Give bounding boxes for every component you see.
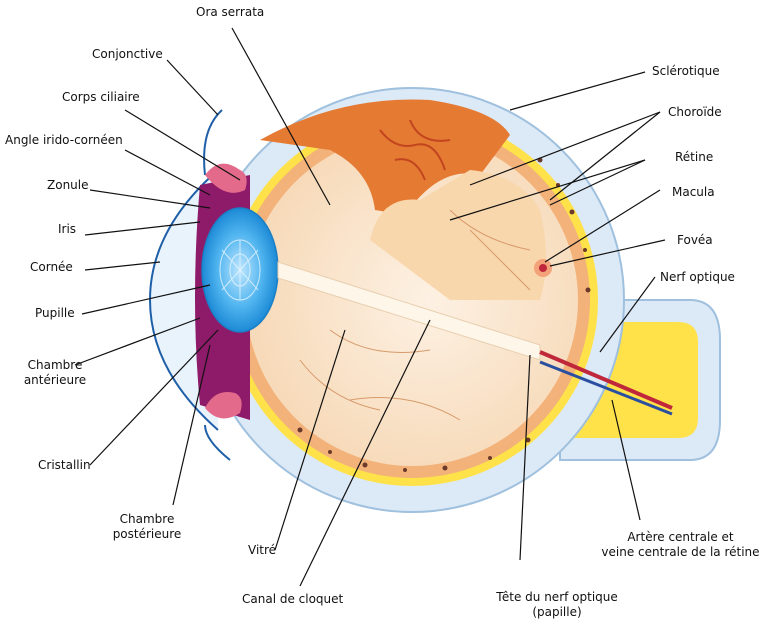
inner-retina — [370, 170, 546, 300]
label-pupille: Pupille — [35, 306, 75, 320]
label-zonule: Zonule — [47, 178, 89, 192]
label-tete-nerf-line2: (papille) — [532, 605, 582, 619]
label-artere-line1: Artère centrale et — [627, 530, 734, 544]
label-artere-veine: Artère centrale et veine centrale de la … — [598, 530, 763, 560]
label-cristallin: Cristallin — [38, 458, 91, 472]
label-artere-line2: veine centrale de la rétine — [601, 545, 760, 559]
retina-vessels-top — [379, 119, 451, 181]
label-sclerotique: Sclérotique — [652, 64, 720, 78]
label-chambre-anterieure: Chambre antérieure — [20, 358, 90, 388]
label-fovea: Fovéa — [677, 233, 713, 247]
label-chambre-anterieure-line1: Chambre — [27, 358, 83, 372]
label-tete-nerf-optique: Tête du nerf optique (papille) — [482, 590, 632, 620]
label-conjonctive: Conjonctive — [92, 47, 163, 61]
label-chambre-posterieure-line1: Chambre — [119, 512, 175, 526]
label-angle-irido-corneen: Angle irido-cornéen — [5, 133, 123, 147]
label-ora-serrata: Ora serrata — [196, 5, 265, 19]
label-chambre-anterieure-line2: antérieure — [23, 373, 87, 387]
label-nerf-optique: Nerf optique — [660, 270, 735, 284]
label-iris: Iris — [58, 222, 77, 236]
label-cornee: Cornée — [30, 260, 73, 274]
retina-cutaway — [260, 99, 510, 215]
label-tete-nerf-line1: Tête du nerf optique — [496, 590, 618, 604]
label-chambre-posterieure: Chambre postérieure — [102, 512, 192, 542]
cloquet-canal — [277, 261, 541, 361]
fovea-spot — [539, 264, 547, 272]
lens-fibers — [219, 239, 261, 301]
central-vein — [539, 360, 673, 416]
label-retine: Rétine — [675, 150, 714, 164]
conjunctiva-line — [203, 109, 231, 461]
label-chambre-posterieure-line2: postérieure — [112, 527, 182, 541]
label-corps-ciliaire: Corps ciliaire — [62, 90, 140, 104]
central-artery — [539, 350, 673, 410]
label-macula: Macula — [672, 185, 715, 199]
retina-vessels — [299, 209, 531, 421]
ciliary-body — [205, 163, 247, 419]
leader-lines — [74, 27, 666, 587]
label-canal-de-cloquet: Canal de cloquet — [242, 592, 344, 606]
label-vitre: Vitré — [248, 543, 277, 557]
label-choroide: Choroïde — [668, 105, 722, 119]
